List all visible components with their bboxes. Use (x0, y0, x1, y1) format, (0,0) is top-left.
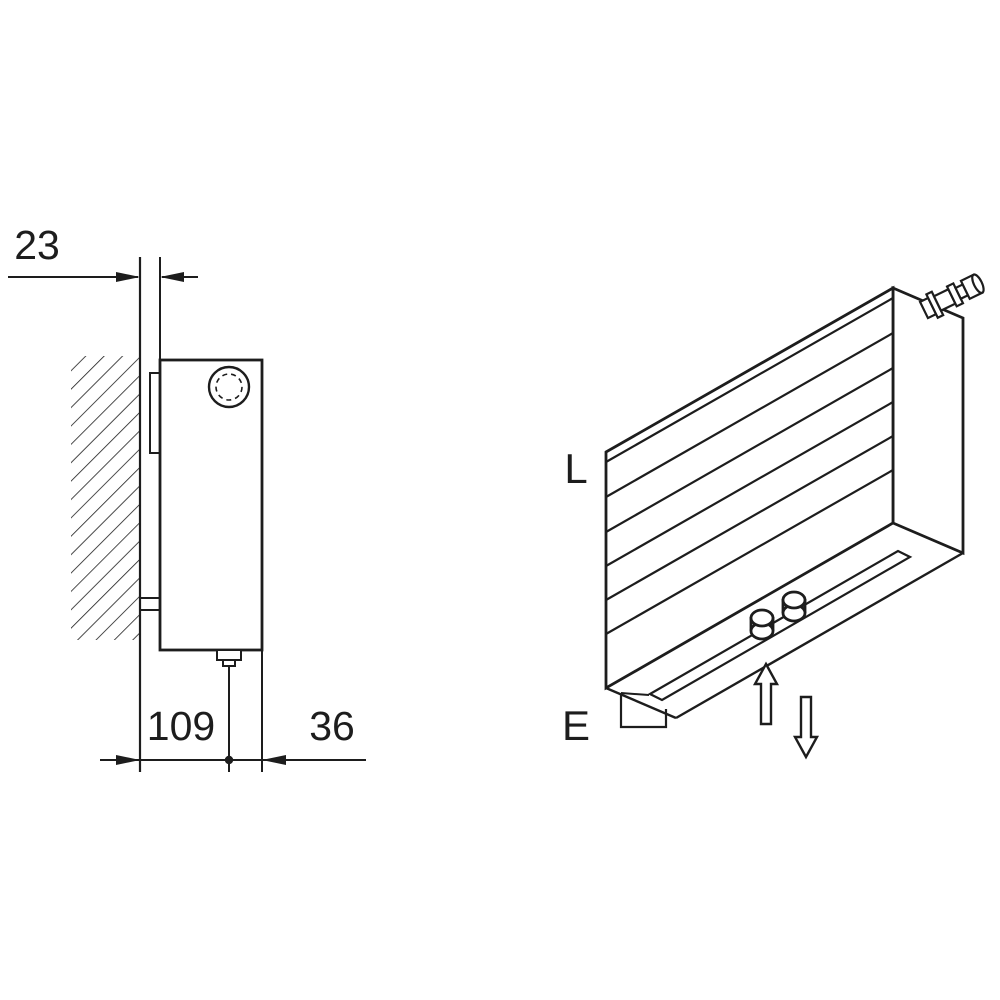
foot-bracket (619, 693, 668, 729)
bottom-channel-frame (647, 549, 913, 702)
bottom-left-depth-edge (605, 686, 677, 720)
arrowhead-left (160, 272, 184, 282)
pipe-connection-rear (781, 590, 807, 623)
bottom-back-edge (675, 551, 964, 720)
label-length: L (564, 445, 587, 492)
dimension-dot (224, 755, 234, 765)
slat-line (605, 469, 894, 635)
arrowhead-right (116, 272, 140, 282)
pipe-connection-front (749, 608, 775, 641)
foot-bracket-top-edge (620, 692, 650, 696)
radiator-body-side (158, 358, 264, 652)
valve-circle (207, 365, 251, 409)
dim-label-wall-clearance: 23 (14, 222, 60, 268)
slat-line (605, 367, 894, 533)
flow-arrow-down-icon (792, 695, 820, 760)
radiator-side-face (891, 285, 965, 556)
valve-3d (918, 273, 985, 320)
slat-line (605, 401, 894, 567)
valve-circle-inner-dashed (215, 373, 243, 401)
dim-label-pipe-to-front: 36 (309, 703, 355, 749)
front-slat-lines (605, 297, 894, 635)
perspective-view-drawing: L E (562, 273, 985, 760)
label-height: E (562, 702, 590, 749)
bottom-connection-plug (216, 649, 242, 667)
radiator-front-face (604, 285, 895, 691)
dim-label-pipe-from-wall: 109 (147, 703, 215, 749)
wall-bracket-upper (149, 372, 160, 454)
slat-line (605, 332, 894, 498)
pipe-connections (749, 590, 807, 641)
wall-hatch (71, 356, 140, 640)
slat-line (605, 435, 894, 601)
arrowhead-right (116, 755, 140, 765)
side-view-drawing: 23 109 36 (8, 222, 366, 772)
dimension-wall-clearance: 23 (8, 222, 198, 282)
dimension-bottom-offsets: 109 36 (100, 703, 366, 765)
slat-line (605, 297, 894, 463)
arrowhead-left (262, 755, 286, 765)
flow-arrow-up-icon (752, 661, 780, 726)
